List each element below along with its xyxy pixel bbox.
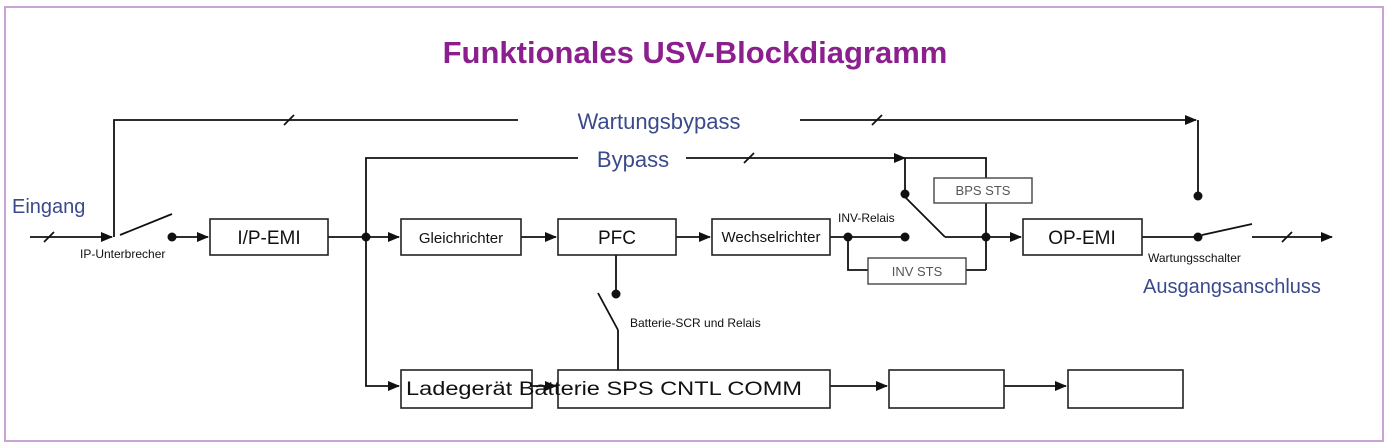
battery-scr-label: Batterie-SCR und Relais [630,316,761,330]
maintenance-bypass-label: Wartungsbypass [577,109,740,134]
op-emi-junction [981,232,991,242]
maintenance-switch [1201,223,1253,236]
bypass-switch [904,196,946,238]
bypass-node [900,189,910,199]
maintenance-switch-node [1193,232,1203,242]
bps-sts-label: BPS STS [956,183,1011,198]
pfc-label: PFC [598,228,636,249]
maintenance-bypass-hash-left [283,114,295,126]
input-hash [43,231,55,243]
inverter-label: Wechselrichter [722,229,821,246]
inv-sts-block [867,257,967,285]
inv-relay-label: INV-Relais [838,211,895,225]
rectifier-block [400,218,522,256]
input-label: Eingang [12,196,85,218]
battery-scr-node [611,289,621,299]
op-emi-block [1022,218,1143,256]
empty-block-1 [888,369,1005,409]
op-emi-label: OP-EMI [1048,228,1116,249]
battery-block [557,369,831,409]
battery-scr-switch [597,292,619,331]
empty-block-2 [1067,369,1184,409]
output-hash [1281,231,1293,243]
ip-breaker-switch [119,213,173,236]
bypass-hash [743,152,755,164]
output-label: Ausgangsanschluss [1143,276,1321,298]
inverter-block [711,218,831,256]
ip-breaker-label: IP-Unterbrecher [80,247,165,261]
diagram-title: Funktionales USV-Blockdiagramm [443,35,948,70]
charger-feed-wire [365,237,400,391]
inv-relay-node [900,232,910,242]
rectifier-label: Gleichrichter [419,230,503,247]
bypass-label: Bypass [597,147,669,172]
bypass-wire-left [365,157,578,237]
maintenance-bypass-hash-right [871,114,883,126]
pfc-block [557,218,677,256]
ip-emi-label: I/P-EMI [237,228,300,249]
maintenance-switch-label: Wartungsschalter [1148,251,1241,265]
ip-emi-block [209,218,329,256]
maintenance-bypass-wire-left [113,119,518,237]
maintenance-bypass-node [1193,191,1203,201]
bottom-row-label: Ladegerät Batterie SPS CNTL COMM [406,379,802,400]
bps-sts-block [933,177,1033,204]
inv-sts-wire [847,237,868,271]
bps-sts-wire [905,157,987,178]
inv-sts-label: INV STS [892,264,943,279]
charger-block [400,369,533,409]
